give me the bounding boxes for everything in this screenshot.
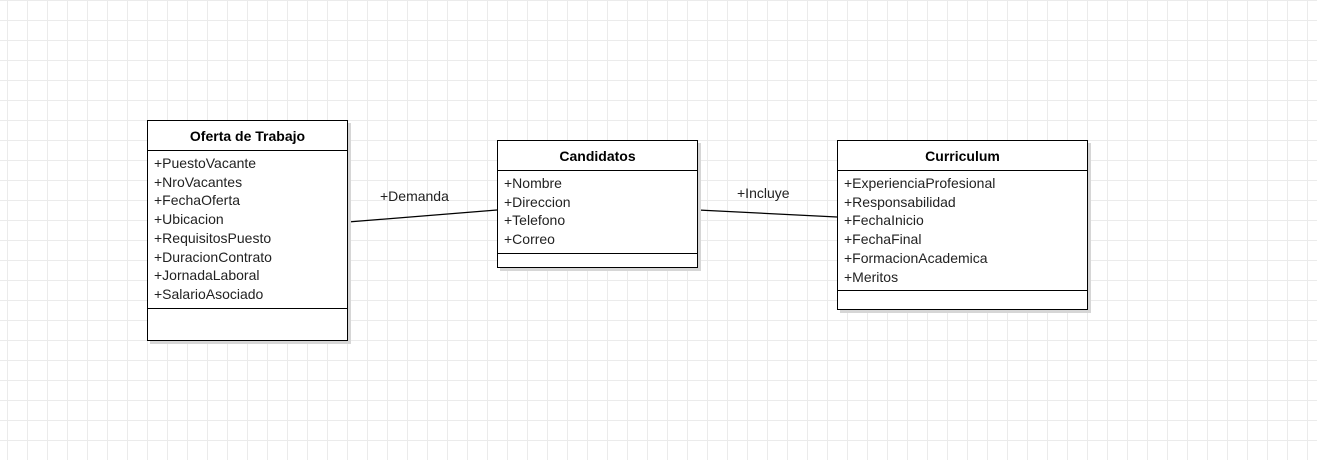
class-curriculum[interactable]: Curriculum +ExperienciaProfesional +Resp…	[837, 140, 1088, 310]
attribute: +NroVacantes	[154, 173, 243, 190]
attribute: +Ubicacion	[154, 211, 224, 228]
attribute: +FechaOferta	[154, 192, 240, 209]
attribute: +Meritos	[844, 268, 899, 285]
attribute: +FechaFinal	[844, 231, 922, 248]
attribute: +ExperienciaProfesional	[844, 175, 996, 191]
association-label-incluye[interactable]: +Incluye	[737, 185, 790, 201]
association-line-incluye[interactable]	[697, 209, 838, 218]
class-name: Candidatos	[498, 141, 697, 171]
attribute: +RequisitosPuesto	[154, 229, 272, 246]
attribute: +Telefono	[504, 212, 566, 229]
class-name: Curriculum	[838, 141, 1087, 171]
class-oferta-de-trabajo[interactable]: Oferta de Trabajo +PuestoVacante +NroVac…	[147, 120, 348, 341]
class-name: Oferta de Trabajo	[148, 121, 347, 151]
attribute: +Correo	[504, 231, 555, 248]
attribute: +DuracionContrato	[154, 248, 272, 265]
class-candidatos[interactable]: Candidatos +Nombre +Direccion +Telefono …	[497, 140, 698, 268]
attribute-list: +PuestoVacante +NroVacantes +FechaOferta…	[148, 151, 347, 309]
association-line-demanda[interactable]	[347, 209, 498, 223]
attribute: +Nombre	[504, 175, 562, 191]
attribute: +FormacionAcademica	[844, 249, 988, 266]
attribute: +PuestoVacante	[154, 155, 257, 171]
attribute: +Direccion	[504, 193, 571, 210]
attribute: +JornadaLaboral	[154, 267, 260, 284]
attribute-list: +ExperienciaProfesional +Responsabilidad…	[838, 171, 1087, 292]
association-label-demanda[interactable]: +Demanda	[380, 188, 449, 204]
attribute: +FechaInicio	[844, 212, 924, 229]
attribute-list: +Nombre +Direccion +Telefono +Correo	[498, 171, 697, 254]
attribute: +SalarioAsociado	[154, 285, 264, 302]
attribute: +Responsabilidad	[844, 193, 956, 210]
